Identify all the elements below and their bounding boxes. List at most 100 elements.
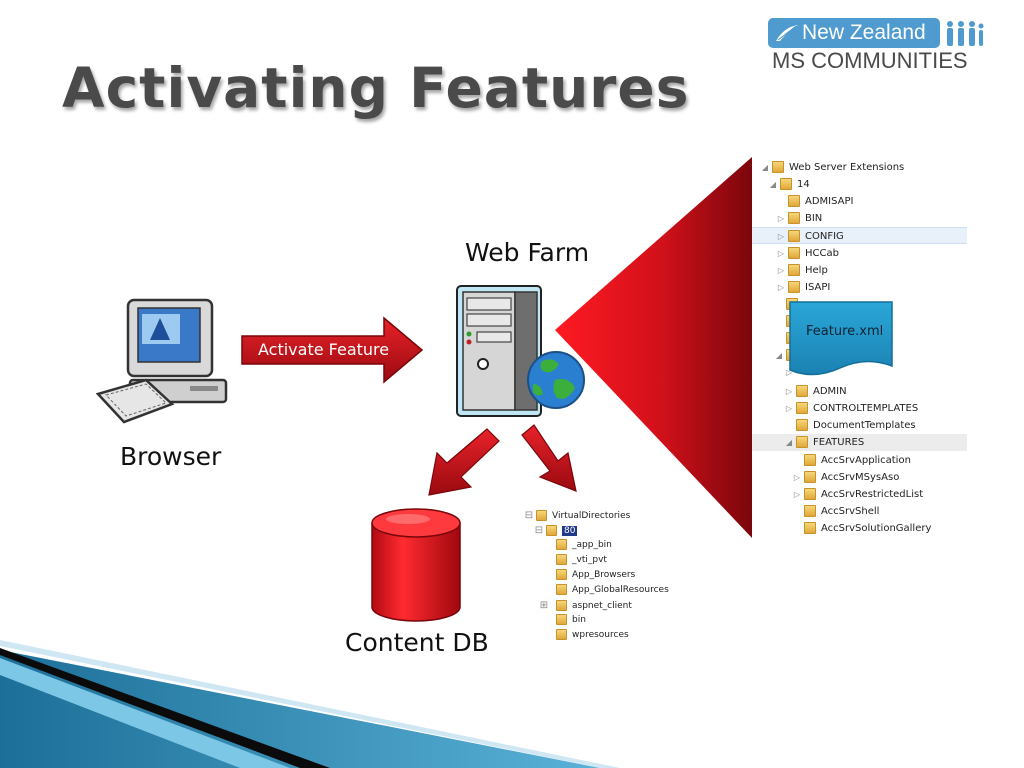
tree-row[interactable]: AccSrvApplication — [792, 452, 911, 469]
folder-icon — [804, 488, 816, 500]
folder-icon — [788, 247, 800, 259]
folder-icon — [788, 264, 800, 276]
tree-row-label: _vti_pvt — [572, 555, 607, 565]
decor-stripe-black — [0, 648, 330, 768]
tree-row[interactable]: _app_bin — [544, 538, 612, 553]
logo-badge — [768, 18, 940, 48]
tree-expander-icon[interactable]: ▷ — [793, 473, 801, 482]
tree-expander-icon[interactable]: ◢ — [761, 163, 769, 172]
tree-row-label: HCCab — [805, 248, 839, 259]
tree-row[interactable]: _vti_pvt — [544, 553, 607, 568]
tree-row-label: AccSrvApplication — [821, 455, 911, 466]
tree-row-label: ADMISAPI — [805, 196, 854, 207]
tree-row[interactable]: ▷ ISAPI — [776, 279, 830, 296]
folder-icon — [796, 385, 808, 397]
tree-row[interactable]: ◢ 14 — [768, 176, 810, 193]
tree-row-label: 14 — [797, 179, 810, 190]
tree-row[interactable]: ▷ AccSrvRestrictedList — [792, 486, 923, 503]
content-db-label: Content DB — [345, 628, 489, 657]
tree-row[interactable]: ⊞aspnet_client — [534, 598, 632, 613]
tree-row[interactable]: AccSrvSolutionGallery — [792, 520, 931, 537]
document-icon — [789, 301, 893, 376]
tree-row[interactable]: ◢ Web Server Extensions — [760, 159, 904, 176]
folder-icon — [556, 539, 567, 550]
folder-icon — [772, 161, 784, 173]
tree-expander-icon[interactable]: ▷ — [777, 232, 785, 241]
tree-expander-icon[interactable]: ⊟ — [534, 525, 544, 536]
folder-icon — [796, 419, 808, 431]
tree-row[interactable]: ▷ADMIN — [784, 383, 847, 400]
tree-row[interactable]: ▷ CONTROLTEMPLATES — [784, 400, 918, 417]
tree-row-label: _app_bin — [572, 540, 612, 550]
tree-expander-icon[interactable]: ▷ — [793, 490, 801, 499]
tree-row-selected[interactable]: ▷ CONFIG — [752, 227, 967, 244]
callout-wedge-shape — [555, 157, 752, 538]
tree-row[interactable]: ⊟ VirtualDirectories — [524, 508, 630, 523]
tree-row-label: bin — [572, 615, 586, 625]
folder-icon — [556, 629, 567, 640]
tree-row[interactable]: ▷ AccSrvMSysAso — [792, 469, 899, 486]
activate-feature-label: Activate Feature — [258, 340, 390, 359]
tree-row-label: AccSrvSolutionGallery — [821, 523, 932, 534]
fern-leaf-icon — [776, 25, 798, 41]
tree-row[interactable]: DocumentTemplates — [784, 417, 916, 434]
tree-expander-icon[interactable]: ▷ — [777, 214, 785, 223]
folder-icon — [804, 505, 816, 517]
tree-expander-icon[interactable]: ◢ — [785, 438, 793, 447]
collapse-icon: ◢ — [775, 351, 783, 360]
decor-stripe-light — [0, 658, 290, 768]
virtual-directories-tree: ⊟ VirtualDirectories ⊟ 80 _app_bin _vti_pv… — [520, 508, 670, 650]
tree-expander-icon[interactable]: ▷ — [777, 283, 785, 292]
folder-icon — [804, 522, 816, 534]
web-farm-label: Web Farm — [465, 238, 590, 267]
tree-row[interactable]: ADMISAPI — [776, 193, 853, 210]
tree-expander-icon[interactable]: ▷ — [777, 249, 785, 258]
tree-row-label: Help — [805, 265, 828, 276]
arrow-to-db — [428, 428, 500, 496]
tree-expander-icon[interactable]: ◢ — [769, 180, 777, 189]
tree-expander-icon[interactable]: ⊟ — [524, 510, 534, 521]
folder-icon — [796, 402, 808, 414]
feature-xml-label: Feature.xml — [806, 324, 884, 339]
expand-icon: ▷ — [785, 368, 793, 377]
folder-icon — [546, 525, 557, 536]
computer-icon — [95, 298, 228, 424]
tree-row-label: VirtualDirectories — [552, 511, 631, 521]
tree-expander-icon[interactable]: ▷ — [785, 404, 793, 413]
tree-row-label: CONFIG — [805, 231, 844, 242]
community-logo: New Zealand MS COMMUNITIES — [768, 18, 984, 74]
tree-row-label: AccSrvRestrictedList — [821, 489, 924, 500]
tree-row[interactable]: AccSrvShell — [792, 503, 879, 520]
tree-row-label: App_GlobalResources — [572, 585, 669, 595]
tree-row-label: wpresources — [572, 630, 629, 640]
tree-row[interactable]: bin — [544, 613, 586, 628]
tree-expander-icon[interactable]: ▷ — [777, 266, 785, 275]
tree-row-label: App_Browsers — [572, 570, 636, 580]
decor-stripe-pale — [0, 640, 620, 768]
tree-row[interactable]: App_Browsers — [544, 568, 635, 583]
slide-title: Activating Features — [62, 56, 690, 120]
activate-feature-arrow — [241, 316, 424, 384]
tree-expander-icon[interactable]: ⊞ — [539, 600, 549, 611]
tree-row-label: AccSrvMSysAso — [821, 472, 900, 483]
tree-expander-icon[interactable]: ▷ — [785, 387, 793, 396]
decor-stripe-blue — [0, 650, 600, 768]
folder-icon — [780, 178, 792, 190]
tree-row-label: 80 — [562, 526, 578, 536]
folder-icon — [788, 230, 800, 242]
folder-icon — [556, 584, 567, 595]
tree-row[interactable]: ▷ HCCab — [776, 245, 839, 262]
tree-row[interactable]: App_GlobalResources — [544, 583, 669, 598]
tree-row[interactable]: ▷ Help — [776, 262, 828, 279]
tree-row-label: CONTROLTEMPLATES — [813, 403, 919, 414]
tree-row[interactable]: wpresources — [544, 628, 629, 643]
tree-row-selected[interactable]: ◢FEATURES — [752, 434, 967, 451]
tree-row-label: Web Server Extensions — [789, 162, 905, 173]
tree-row-label: ISAPI — [805, 282, 831, 293]
folder-icon — [788, 212, 800, 224]
tree-row[interactable]: ▷BIN — [776, 210, 822, 227]
tree-row-selected[interactable]: ⊟ 80 — [534, 523, 578, 538]
logo-line1: New Zealand — [802, 21, 926, 44]
database-icon — [371, 508, 461, 622]
folder-icon — [788, 195, 800, 207]
